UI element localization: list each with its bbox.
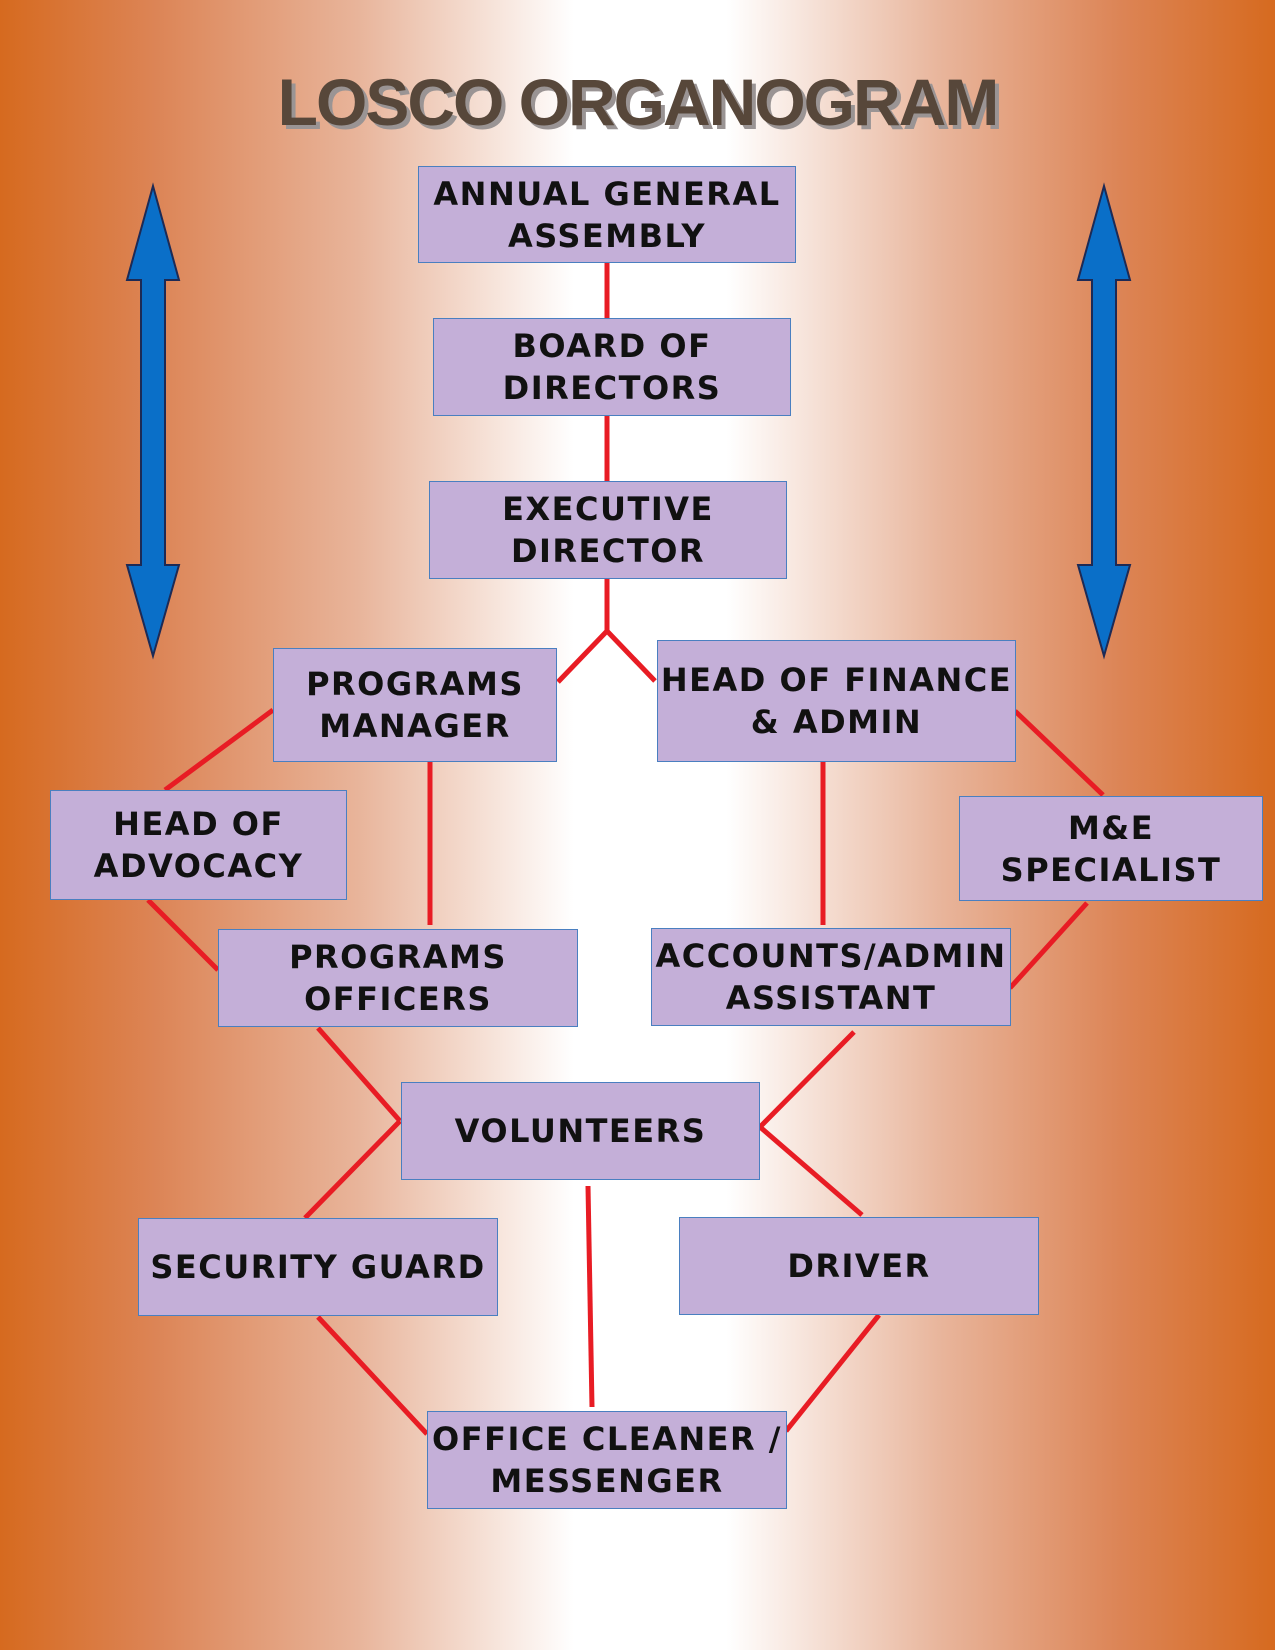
node-driver: DRIVER xyxy=(679,1217,1039,1315)
link-executive-programs-manager xyxy=(556,629,609,684)
link-me-accounts xyxy=(1008,901,1089,990)
link-volunteers-driver xyxy=(758,1125,864,1217)
node-programs-officers: PROGRAMS OFFICERS xyxy=(218,929,578,1027)
node-programs-manager: PROGRAMS MANAGER xyxy=(273,648,557,762)
node-accounts-admin-assistant: ACCOUNTS/ADMIN ASSISTANT xyxy=(651,928,1011,1026)
left-double-arrow-icon xyxy=(125,182,181,660)
link-security-cleaner xyxy=(316,1315,429,1436)
node-board-of-directors: BOARD OF DIRECTORS xyxy=(433,318,791,416)
link-driver-cleaner xyxy=(784,1313,881,1433)
link-accounts-volunteers xyxy=(758,1030,856,1129)
link-officers-volunteers xyxy=(316,1026,402,1123)
node-head-of-advocacy: HEAD OF ADVOCACY xyxy=(50,790,347,900)
node-office-cleaner-messenger: OFFICE CLEANER / MESSENGER xyxy=(427,1411,787,1509)
node-head-of-finance-admin: HEAD OF FINANCE & ADMIN xyxy=(657,640,1016,762)
link-executive-head-finance xyxy=(605,629,657,683)
node-volunteers: VOLUNTEERS xyxy=(401,1082,760,1180)
right-double-arrow-icon xyxy=(1076,182,1132,660)
node-me-specialist: M&E SPECIALIST xyxy=(959,796,1263,901)
link-volunteers-cleaner xyxy=(585,1185,595,1408)
node-security-guard: SECURITY GUARD xyxy=(138,1218,498,1316)
link-finance-me xyxy=(1013,709,1105,797)
link-advocacy-officers xyxy=(146,898,220,972)
link-volunteers-security xyxy=(303,1119,402,1220)
chart-title: LOSCO ORGANOGRAM xyxy=(277,65,1000,139)
node-executive-director: EXECUTIVE DIRECTOR xyxy=(429,481,787,579)
link-programs-manager-advocacy xyxy=(163,707,275,793)
node-annual-general-assembly: ANNUAL GENERAL ASSEMBLY xyxy=(418,166,796,263)
